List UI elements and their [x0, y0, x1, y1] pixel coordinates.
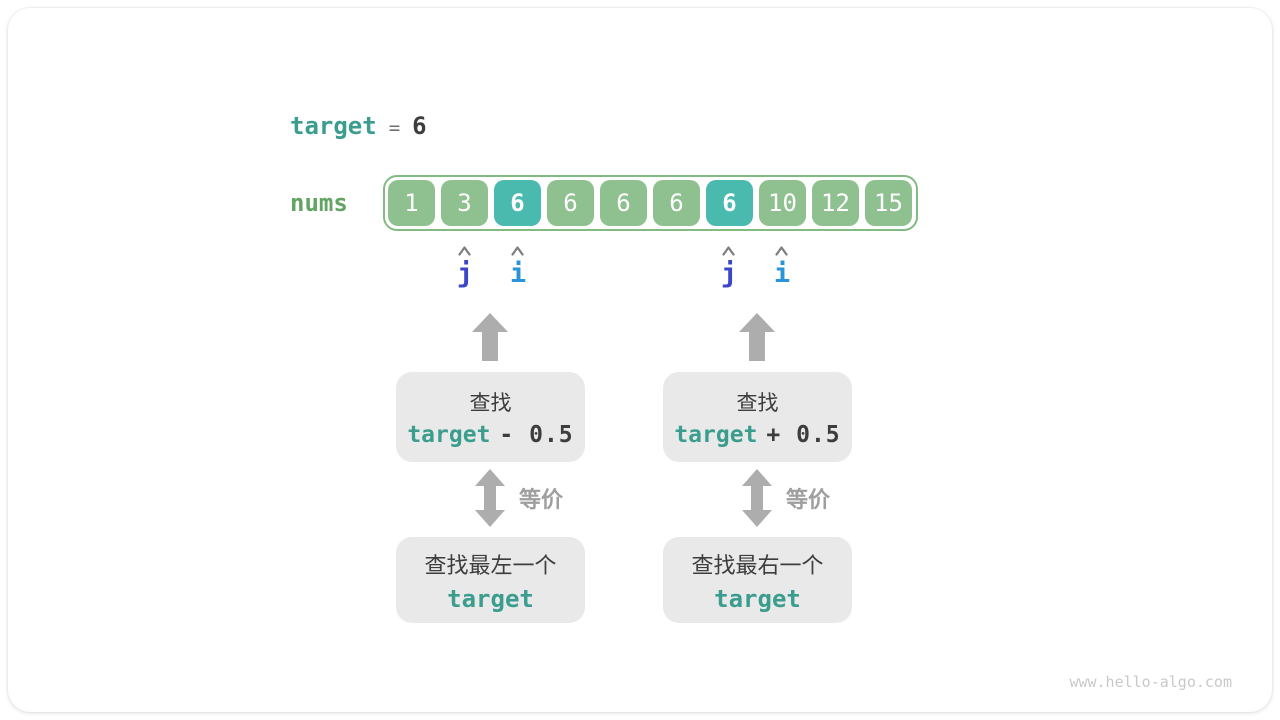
array-cell: 1 — [388, 180, 435, 226]
equals-sign: = — [388, 117, 401, 139]
arrow-up-icon — [472, 313, 508, 361]
target-declaration: target = 6 — [290, 112, 427, 140]
caret-up-icon — [722, 246, 735, 256]
expr-operation: - 0.5 — [499, 421, 574, 448]
arrow-up-icon — [739, 313, 775, 361]
pointer-i-label: i — [773, 258, 791, 289]
search-text: 查找 — [736, 390, 779, 415]
pointer-i-label: i — [509, 258, 527, 289]
caret-up-icon — [511, 246, 524, 256]
expr-operation: + 0.5 — [766, 421, 841, 448]
arrow-up-down-icon — [475, 469, 505, 527]
equivalence-label: 等价 — [519, 488, 564, 513]
pointer-j-label: j — [456, 258, 474, 289]
array-cell: 10 — [759, 180, 806, 226]
result-text: 查找最左一个 — [424, 553, 557, 579]
search-result-box-right: 查找最右一个 target — [663, 537, 852, 623]
array-cell: 6 — [547, 180, 594, 226]
search-result-box-left: 查找最左一个 target — [396, 537, 585, 623]
arrow-up-down-icon — [742, 469, 772, 527]
target-keyword: target — [290, 112, 377, 140]
caret-up-icon — [775, 246, 788, 256]
expr-target-keyword: target — [407, 421, 491, 448]
search-text: 查找 — [469, 390, 512, 415]
search-expression: target - 0.5 — [407, 422, 573, 448]
watermark: www.hello-algo.com — [1069, 673, 1232, 691]
search-expression-box-right: 查找 target + 0.5 — [663, 372, 852, 462]
array-cell: 3 — [441, 180, 488, 226]
array-cell: 6 — [600, 180, 647, 226]
equivalence-label: 等价 — [786, 488, 831, 513]
result-target-keyword: target — [714, 584, 801, 613]
array-cell: 15 — [865, 180, 912, 226]
search-expression-box-left: 查找 target - 0.5 — [396, 372, 585, 462]
array-cell: 12 — [812, 180, 859, 226]
target-value: 6 — [412, 112, 427, 140]
card — [8, 8, 1272, 712]
pointer-j-label: j — [720, 258, 738, 289]
search-expression: target + 0.5 — [674, 422, 840, 448]
nums-array: 1 3 6 6 6 6 6 10 12 15 — [383, 175, 918, 231]
array-cell: 6 — [653, 180, 700, 226]
caret-up-icon — [458, 246, 471, 256]
result-target-keyword: target — [447, 584, 534, 613]
array-cell: 6 — [494, 180, 541, 226]
array-cell: 6 — [706, 180, 753, 226]
nums-label: nums — [290, 189, 348, 217]
result-text: 查找最右一个 — [691, 553, 824, 579]
expr-target-keyword: target — [674, 421, 758, 448]
